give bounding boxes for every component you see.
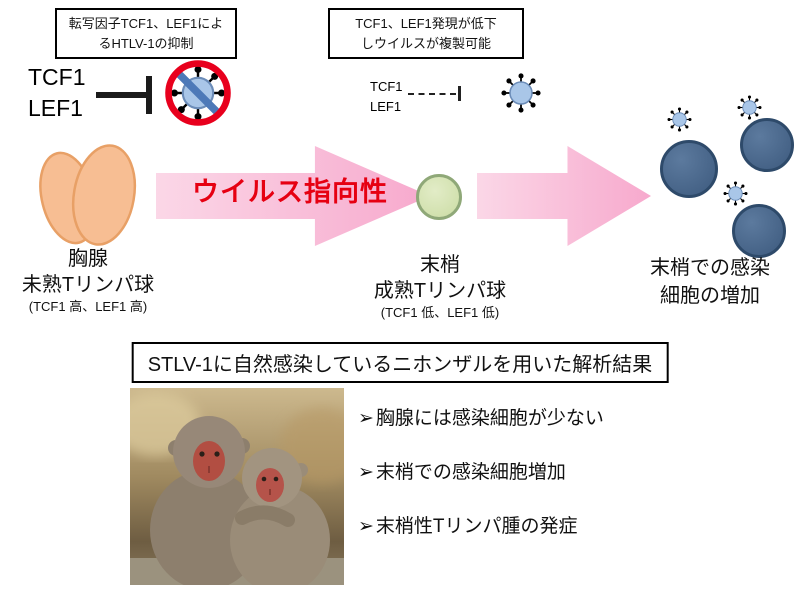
- finding-item: ➢胸腺には感染細胞が少ない: [358, 408, 604, 431]
- periphery-subtitle: 成熟Tリンパ球: [373, 280, 507, 302]
- callout-tcf1-suppression: 転写因子TCF1、LEF1によ るHTLV-1の抑制: [55, 8, 237, 59]
- prohibited-virus-icon: [165, 60, 231, 126]
- infected-cell-icon: [732, 204, 786, 258]
- callout-line: 転写因子TCF1、LEF1によ: [68, 16, 224, 31]
- results-title-box: STLV-1に自然感染しているニホンザルを用いた解析結果: [131, 342, 669, 383]
- infected-cell-cluster: [640, 90, 800, 260]
- inhibition-t-bar-cap: [146, 76, 152, 114]
- factor-lef1: LEF1: [370, 98, 402, 114]
- periphery-label-block: 末梢 成熟Tリンパ球 (TCF1 低、LEF1 低): [356, 252, 524, 322]
- thymus-note: (TCF1 高、LEF1 高): [28, 299, 148, 314]
- factors-mid-label: TCF1 LEF1: [370, 77, 403, 116]
- callout-line: TCF1、LEF1発現が低下: [355, 16, 497, 31]
- tropism-label: ウイルス指向性: [192, 177, 388, 207]
- infected-increase-line: 細胞の増加: [660, 285, 760, 307]
- virus-icon: [500, 72, 542, 114]
- thymus-subtitle: 未熟Tリンパ球: [21, 274, 155, 296]
- virus-icon: [736, 94, 763, 121]
- finding-text: 末梢性Tリンパ腫の発症: [375, 515, 578, 537]
- infected-increase-line: 末梢での感染: [650, 257, 770, 279]
- prohibition-ring: [165, 60, 231, 126]
- callout-tcf1-decrease: TCF1、LEF1発現が低下 しウイルスが複製可能: [328, 8, 524, 59]
- infected-cell-icon: [660, 140, 718, 198]
- factor-tcf1: TCF1: [28, 64, 86, 90]
- factor-lef1: LEF1: [28, 95, 83, 122]
- finding-text: 末梢での感染細胞増加: [375, 461, 566, 483]
- callout-line: しウイルスが複製可能: [360, 35, 491, 51]
- periphery-note: (TCF1 低、LEF1 低): [380, 305, 500, 320]
- expansion-arrow: [477, 146, 651, 246]
- dashed-inhibition-cap: [458, 86, 461, 101]
- japanese-macaques-photo: [130, 388, 344, 585]
- thymus-title: 胸腺: [68, 248, 108, 270]
- infected-cell-icon: [740, 118, 794, 172]
- arrow-bullet-icon: ➢: [358, 461, 374, 483]
- inhibition-t-bar-icon: [96, 92, 148, 98]
- periphery-title: 末梢: [420, 254, 460, 276]
- finding-item: ➢末梢での感染細胞増加: [358, 462, 604, 485]
- mature-tcell-icon: [416, 174, 462, 220]
- arrow-bullet-icon: ➢: [358, 515, 374, 537]
- thymus-label-block: 胸腺 未熟Tリンパ球 (TCF1 高、LEF1 高): [6, 246, 170, 316]
- factor-tcf1: TCF1: [370, 79, 403, 94]
- virus-icon: [722, 180, 749, 207]
- thymus-organ-icon: [39, 144, 137, 246]
- findings-list: ➢胸腺には感染細胞が少ない ➢末梢での感染細胞増加 ➢末梢性Tリンパ腫の発症: [358, 408, 604, 569]
- factors-left-label: TCF1 LEF1: [28, 62, 86, 124]
- finding-text: 胸腺には感染細胞が少ない: [375, 408, 604, 429]
- arrow-bullet-icon: ➢: [358, 408, 374, 429]
- dashed-inhibition-icon: [408, 93, 456, 95]
- finding-item: ➢末梢性Tリンパ腫の発症: [358, 516, 604, 539]
- callout-line: るHTLV-1の抑制: [98, 35, 194, 51]
- infected-increase-label: 末梢での感染 細胞の増加: [628, 254, 792, 310]
- virus-icon: [666, 106, 693, 133]
